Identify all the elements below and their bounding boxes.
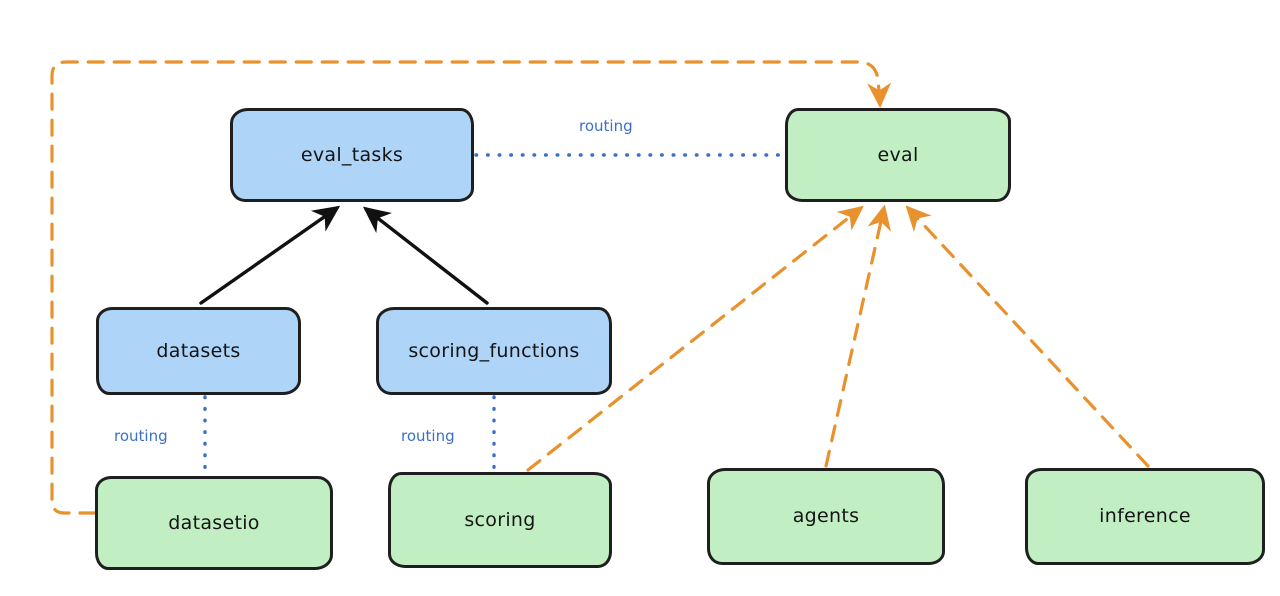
node-eval-tasks[interactable]: eval_tasks	[230, 108, 474, 202]
node-eval[interactable]: eval	[785, 108, 1011, 202]
node-scoring[interactable]: scoring	[388, 472, 612, 568]
edge-datasetio-to-eval	[50, 60, 892, 515]
edge-scoring-to-eval	[526, 205, 864, 472]
node-agents-label: agents	[792, 505, 860, 527]
node-datasetio[interactable]: datasetio	[95, 476, 333, 570]
node-agents[interactable]: agents	[707, 468, 945, 565]
node-datasetio-label: datasetio	[168, 511, 260, 534]
edge-scoring-functions-to-eval-tasks	[362, 206, 489, 305]
edge-datasets-to-eval-tasks	[199, 205, 341, 305]
node-scoring-label: scoring	[464, 508, 536, 531]
node-scoring-functions[interactable]: scoring_functions	[376, 307, 612, 395]
node-inference[interactable]: inference	[1025, 468, 1265, 565]
edge-label-routing-scoring-functions-scoring: routing	[401, 427, 455, 445]
node-datasets-label: datasets	[156, 339, 241, 362]
edge-label-routing-eval-tasks-eval: routing	[579, 117, 633, 135]
edge-label-routing-datasets-datasetio: routing	[114, 427, 168, 445]
edge-inference-to-eval	[905, 205, 1150, 468]
node-eval-label: eval	[877, 143, 919, 166]
node-scoring-functions-label: scoring_functions	[408, 339, 580, 362]
node-inference-label: inference	[1099, 505, 1191, 527]
node-eval-tasks-label: eval_tasks	[300, 143, 404, 166]
node-datasets[interactable]: datasets	[96, 307, 301, 395]
edge-agents-to-eval	[824, 204, 891, 468]
